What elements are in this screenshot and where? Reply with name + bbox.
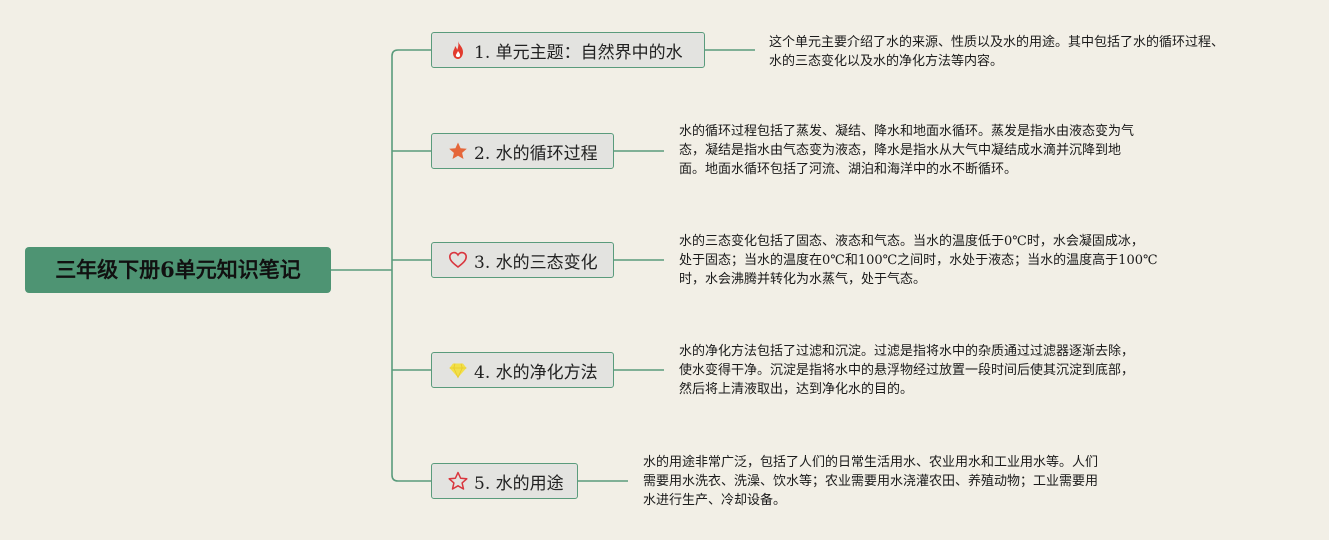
branch-topic-4[interactable]: 4. 水的净化方法 xyxy=(431,352,614,388)
note-3-line-3: 时，水会沸腾并转化为水蒸气，处于气态。 xyxy=(679,272,927,287)
branch-topic-5[interactable]: 5. 水的用途 xyxy=(431,463,578,499)
branch-topic-1[interactable]: 1. 单元主题：自然界中的水 xyxy=(431,32,705,68)
root-topic[interactable]: 三年级下册6单元知识笔记 xyxy=(25,247,331,293)
note-3-line-2: 处于固态；当水的温度在0℃和100℃之间时，水处于液态；当水的温度高于100℃ xyxy=(679,253,1158,268)
fire-icon xyxy=(448,40,468,60)
note-5-line-3: 水进行生产、冷却设备。 xyxy=(643,493,787,508)
branch-1-connector xyxy=(391,49,431,57)
note-1-line-2: 水的三态变化以及水的净化方法等内容。 xyxy=(769,54,1004,69)
note-3-line-1: 水的三态变化包括了固态、液态和气态。当水的温度低于0℃时，水会凝固成冰， xyxy=(679,234,1144,249)
branch-topic-2[interactable]: 2. 水的循环过程 xyxy=(431,133,614,169)
branch-topic-3[interactable]: 3. 水的三态变化 xyxy=(431,242,614,278)
note-5: 水的用途非常广泛，包括了人们的日常生活用水、农业用水和工业用水等。人们 需要用水… xyxy=(643,453,1098,510)
note-4-line-2: 使水变得干净。沉淀是指将水中的悬浮物经过放置一段时间后使其沉淀到底部， xyxy=(679,363,1135,378)
note-3: 水的三态变化包括了固态、液态和气态。当水的温度低于0℃时，水会凝固成冰， 处于固… xyxy=(679,232,1158,289)
note-2: 水的循环过程包括了蒸发、凝结、降水和地面水循环。蒸发是指水由液态变为气 态，凝结… xyxy=(679,122,1134,179)
branch-label-3: 3. 水的三态变化 xyxy=(474,252,598,273)
trunk-line xyxy=(391,56,399,482)
note-5-line-1: 水的用途非常广泛，包括了人们的日常生活用水、农业用水和工业用水等。人们 xyxy=(643,455,1099,470)
branch-label-4: 4. 水的净化方法 xyxy=(474,362,598,383)
note-4: 水的净化方法包括了过滤和沉淀。过滤是指将水中的杂质通过过滤器逐渐去除， 使水变得… xyxy=(679,342,1134,399)
note-2-line-1: 水的循环过程包括了蒸发、凝结、降水和地面水循环。蒸发是指水由液态变为气 xyxy=(679,124,1135,139)
branch-label-1: 1. 单元主题：自然界中的水 xyxy=(474,42,683,63)
star-filled-icon xyxy=(448,141,468,161)
note-4-line-1: 水的净化方法包括了过滤和沉淀。过滤是指将水中的杂质通过过滤器逐渐去除， xyxy=(679,344,1135,359)
star-outline-icon xyxy=(448,471,468,491)
branch-label-5: 5. 水的用途 xyxy=(474,473,564,494)
note-4-line-3: 然后将上清液取出，达到净化水的目的。 xyxy=(679,382,914,397)
branch-label-2: 2. 水的循环过程 xyxy=(474,143,598,164)
heart-outline-icon xyxy=(448,250,468,270)
note-5-line-2: 需要用水洗衣、洗澡、饮水等；农业需要用水浇灌农田、养殖动物；工业需要用 xyxy=(643,474,1099,489)
note-2-line-2: 态，凝结是指水由气态变为液态，降水是指水从大气中凝结成水滴并沉降到地 xyxy=(679,143,1122,158)
note-2-line-3: 面。地面水循环包括了河流、湖泊和海洋中的水不断循环。 xyxy=(679,162,1018,177)
note-1-line-1: 这个单元主要介绍了水的来源、性质以及水的用途。其中包括了水的循环过程、 xyxy=(769,35,1225,50)
diamond-icon xyxy=(448,360,468,380)
note-1: 这个单元主要介绍了水的来源、性质以及水的用途。其中包括了水的循环过程、 水的三态… xyxy=(769,33,1224,71)
